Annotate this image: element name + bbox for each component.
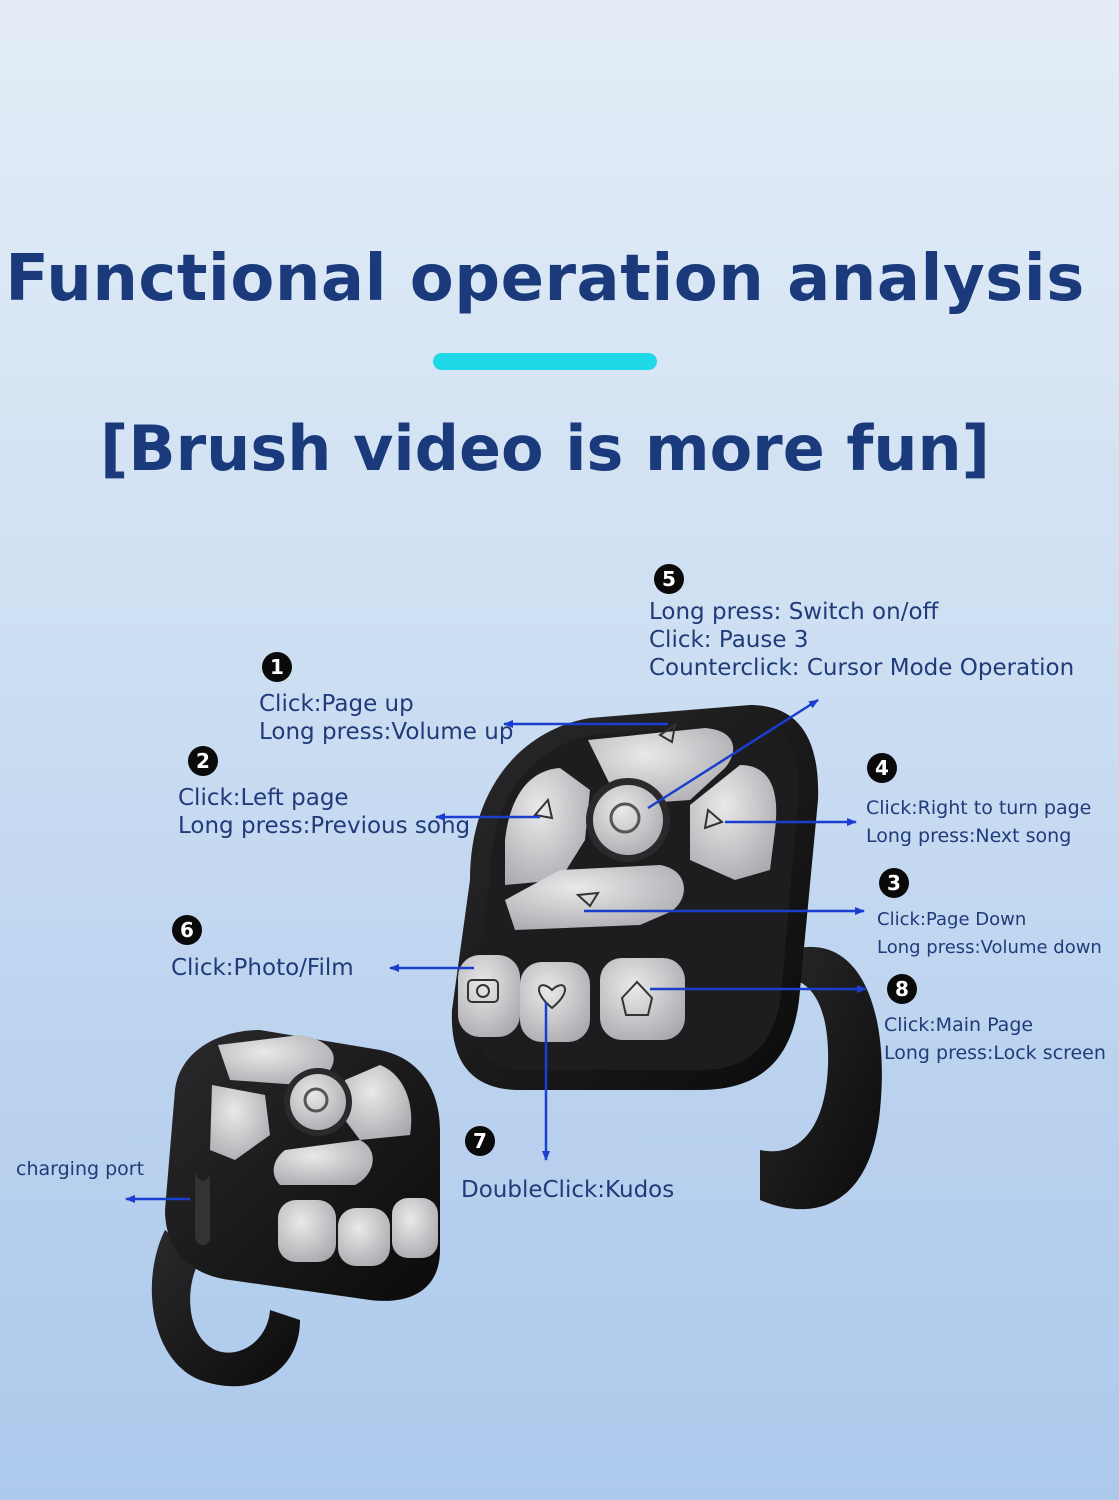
- callout-arrows: [125, 698, 867, 1203]
- callout-1-line1: Click:Page up: [259, 691, 414, 717]
- home-button: [600, 958, 685, 1040]
- page-subtitle: [Brush video is more fun]: [100, 412, 990, 485]
- accent-bar: [433, 353, 657, 370]
- small-remote-device: [151, 1030, 440, 1387]
- heart-button: [520, 962, 590, 1042]
- callout-number-1: 1: [262, 652, 292, 682]
- callout-2-text: Click:Left page Long press:Previous song: [178, 784, 470, 840]
- callout-4-line1: Click:Right to turn page: [866, 797, 1092, 819]
- callout-number-8: 8: [887, 974, 917, 1004]
- callout-3-line1: Click:Page Down: [877, 909, 1027, 930]
- callout-8-text: Click:Main Page Long press:Lock screen: [884, 1011, 1106, 1067]
- callout-5-text: Long press: Switch on/off Click: Pause 3…: [649, 598, 1074, 682]
- callout-number-6: 6: [172, 915, 202, 945]
- heart-icon: [538, 984, 566, 1010]
- camera-icon: [467, 979, 499, 1003]
- home-icon: [620, 980, 654, 1016]
- callout-number-7: 7: [465, 1126, 495, 1156]
- callout-2-line2: Long press:Previous song: [178, 813, 471, 839]
- callout-number-5: 5: [654, 564, 684, 594]
- callout-8-line2: Long press:Lock screen: [884, 1042, 1106, 1064]
- left-button: [505, 768, 590, 885]
- callout-6-text: Click:Photo/Film: [171, 955, 354, 981]
- callout-5-line1: Long press: Switch on/off: [649, 599, 939, 625]
- callout-1-text: Click:Page up Long press:Volume up: [259, 690, 513, 746]
- callout-1-line2: Long press:Volume up: [259, 719, 514, 745]
- charging-port-label: charging port: [16, 1158, 145, 1180]
- callout-4-line2: Long press:Next song: [866, 825, 1072, 847]
- callout-3-line2: Long press:Volume down: [877, 937, 1102, 958]
- callout-3-text: Click:Page Down Long press:Volume down: [877, 906, 1102, 962]
- callout-number-2: 2: [188, 746, 218, 776]
- callout-2-line1: Click:Left page: [178, 785, 349, 811]
- center-button: [593, 785, 663, 855]
- callout-8-line1: Click:Main Page: [884, 1014, 1034, 1036]
- callout-number-3: 3: [879, 868, 909, 898]
- callout-5-line2: Click: Pause 3: [649, 627, 809, 653]
- callout-number-4: 4: [867, 753, 897, 783]
- camera-button: [458, 955, 520, 1037]
- callout-4-text: Click:Right to turn page Long press:Next…: [866, 794, 1091, 850]
- large-remote-device: [451, 705, 882, 1210]
- page-title: Functional operation analysis: [5, 242, 1085, 316]
- callout-7-text: DoubleClick:Kudos: [461, 1177, 675, 1203]
- callout-5-line3: Counterclick: Cursor Mode Operation: [649, 655, 1075, 681]
